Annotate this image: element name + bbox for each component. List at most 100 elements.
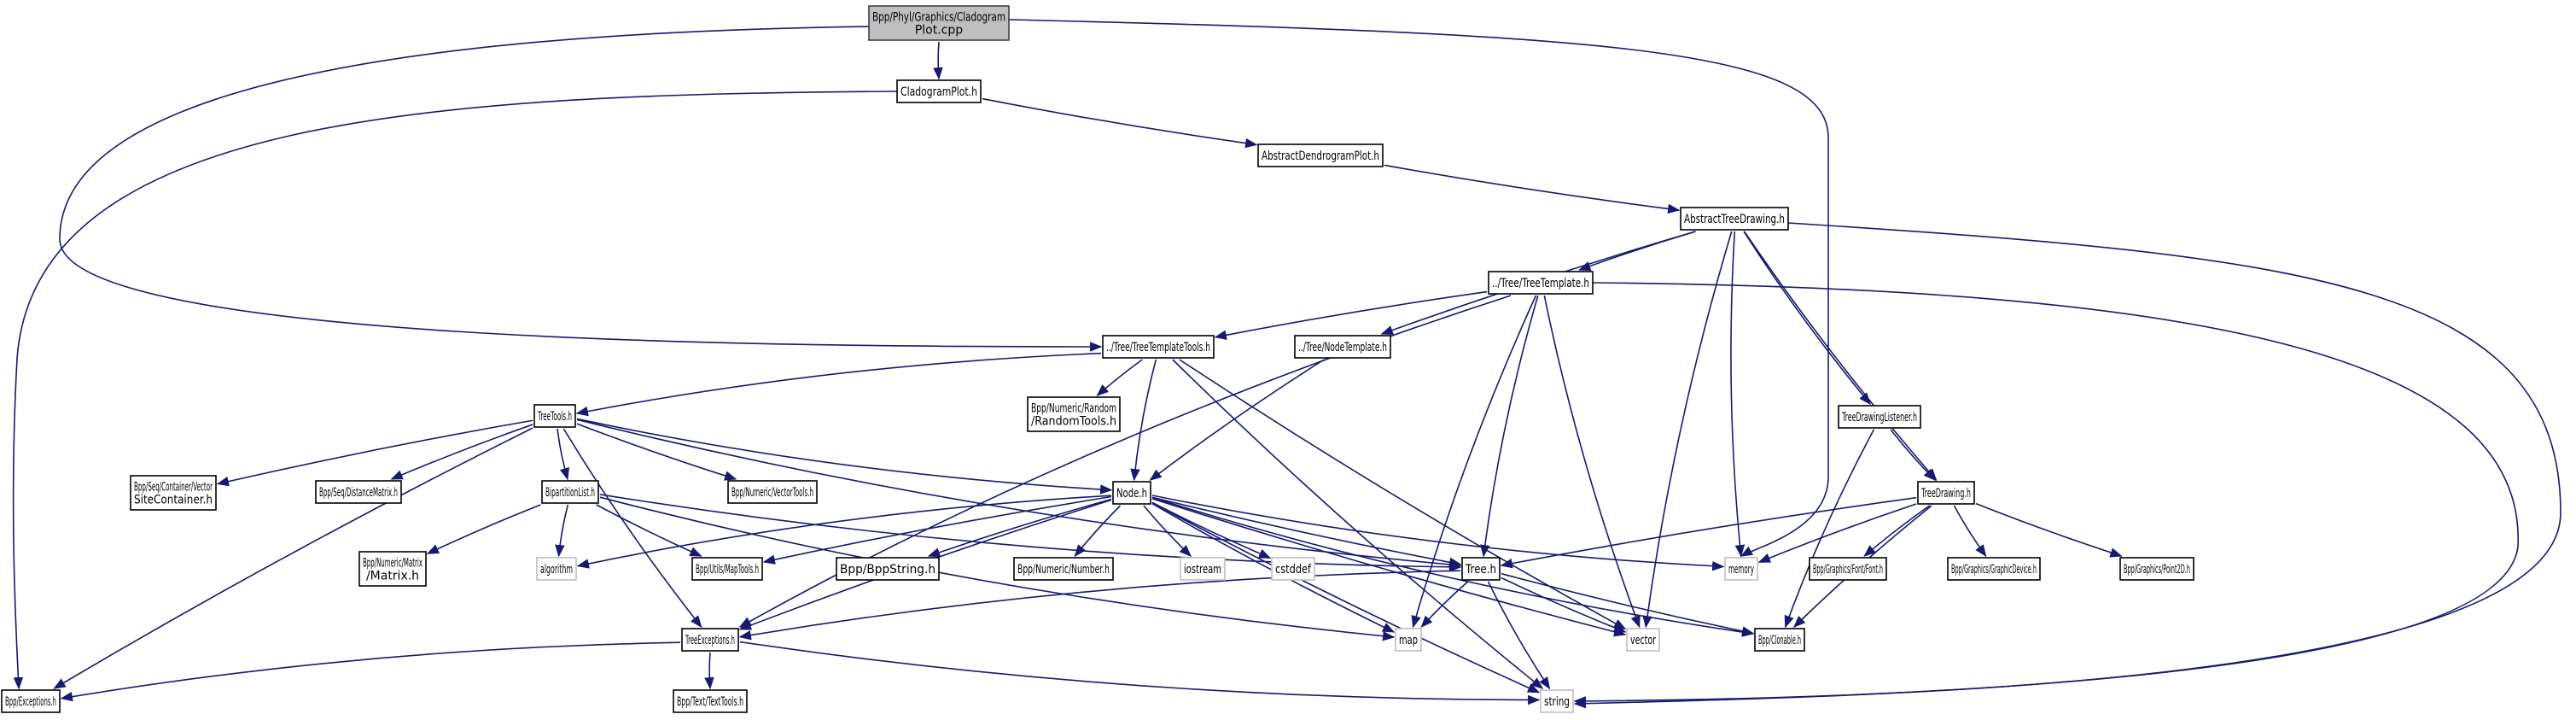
node-box-nodetemplate <box>1294 335 1391 359</box>
edge-node-to-map <box>1151 503 1396 633</box>
node-label-cladogramplot: CladogramPlot.h <box>900 85 977 99</box>
node-label-abstracttreedrawing: AbstractTreeDrawing.h <box>1684 213 1785 226</box>
node-abstracttreedrawing[interactable]: AbstractTreeDrawing.h <box>1680 207 1789 231</box>
node-box-vector <box>1626 628 1660 652</box>
node-font[interactable]: Bpp/Graphics/Font/Font.h <box>1809 557 1887 581</box>
edge-treetools-to-vectorsitecontainer <box>216 419 533 487</box>
node-box-randomtools <box>1027 396 1121 432</box>
node-maptools[interactable]: Bpp/Utils/MapTools.h <box>691 557 763 581</box>
node-box-map <box>1395 628 1422 652</box>
edge-root-to-cladogramplot <box>933 41 943 80</box>
edge-treetemplate-to-treetemplatetools <box>1214 290 1488 340</box>
node-label-graphicdevice: Bpp/Graphics/GraphicDevice.h <box>1951 563 2037 577</box>
edge-abstracttreedrawing-to-treedrawinglistener <box>1743 231 1871 406</box>
edge-bipartitionlist-to-matrix <box>426 504 541 554</box>
edge-treetemplate-to-map <box>1411 295 1537 629</box>
edge-treetemplate-to-vector <box>1543 295 1641 629</box>
node-graphicdevice[interactable]: Bpp/Graphics/GraphicDevice.h <box>1947 557 2041 581</box>
node-label-bppstring: Bpp/BppString.h <box>840 563 935 577</box>
edge-abstracttreedrawing-to-treetemplate <box>1578 231 1696 271</box>
node-treetemplatetools[interactable]: ../Tree/TreeTemplateTools.h <box>1102 335 1215 359</box>
node-iostream: iostream <box>1180 557 1226 581</box>
node-abstractdendro[interactable]: AbstractDendrogramPlot.h <box>1257 143 1384 167</box>
node-bipartitionlist[interactable]: BipartitionList.h <box>541 480 599 504</box>
node-box-node <box>1112 481 1151 505</box>
edge-cladogramplot-to-exceptions <box>12 91 898 690</box>
edge-treetools-to-node <box>576 418 1113 495</box>
edge-node-to-memory <box>1151 495 1725 571</box>
edge-tree-to-vector <box>1501 577 1627 633</box>
node-treeexceptions[interactable]: TreeExceptions.h <box>681 628 739 652</box>
node-box-bppstring <box>836 557 940 581</box>
node-label-treetemplatetools: ../Tree/TreeTemplateTools.h <box>1106 341 1210 354</box>
node-treetools[interactable]: TreeTools.h <box>533 404 576 428</box>
node-label-clonable: Bpp/Clonable.h <box>1758 634 1801 647</box>
node-treetemplate[interactable]: ../Tree/TreeTemplate.h <box>1488 271 1594 295</box>
node-box-tree <box>1461 557 1501 581</box>
node-string: string <box>1540 689 1574 713</box>
edge-node-to-vector <box>1151 498 1627 637</box>
edges-layer <box>12 19 2561 709</box>
edge-node-to-iostream <box>1143 505 1192 558</box>
node-algorithm: algorithm <box>536 557 577 581</box>
edge-treedrawinglistener-to-treedrawing <box>1890 429 1936 482</box>
node-number[interactable]: Bpp/Numeric/Number.h <box>1013 557 1114 581</box>
node-clonable[interactable]: Bpp/Clonable.h <box>1754 628 1805 652</box>
edge-treedrawing-to-tree <box>1500 496 1917 569</box>
node-label-root: Bpp/Phyl/Graphics/Cladogram <box>872 11 1005 25</box>
edge-tree-to-string <box>1487 581 1551 690</box>
edge-node-to-number <box>1074 505 1122 558</box>
node-treedrawing[interactable]: TreeDrawing.h <box>1917 481 1975 505</box>
edge-abstractdendro-to-abstracttreedrawing <box>1384 164 1681 214</box>
edge-abstracttreedrawing-to-memory <box>1730 231 1746 558</box>
node-cladogramplot[interactable]: CladogramPlot.h <box>896 79 982 103</box>
edge-treedrawing-to-graphicdevice <box>1953 505 1987 558</box>
node-box-cstddef <box>1271 557 1315 581</box>
node-label-vectorsitecontainer: SiteContainer.h <box>134 494 213 507</box>
node-matrix[interactable]: Bpp/Numeric/Matrix/Matrix.h <box>358 551 427 587</box>
edge-root-to-treetemplatetools <box>59 26 1103 352</box>
edge-treedrawinglistener-to-clonable <box>1784 429 1874 629</box>
edge-tree-to-map <box>1420 581 1469 629</box>
node-box-treetemplate <box>1488 271 1594 295</box>
edge-treeexceptions-to-exceptions <box>60 641 681 702</box>
edge-treedrawing-to-memory <box>1757 503 1917 563</box>
node-box-abstractdendro <box>1257 143 1384 167</box>
node-randomtools[interactable]: Bpp/Numeric/Random/RandomTools.h <box>1027 396 1121 432</box>
node-label-bipartitionlist: BipartitionList.h <box>545 486 595 500</box>
node-box-point2d <box>2119 557 2194 581</box>
node-label-exceptions: Bpp/Exceptions.h <box>5 695 56 709</box>
edge-treetemplatetools-to-vector <box>1179 359 1627 630</box>
node-point2d[interactable]: Bpp/Graphics/Point2D.h <box>2119 557 2194 581</box>
edge-treetemplate-to-tree <box>1480 295 1539 558</box>
edge-treetools-to-distancematrix <box>390 424 533 480</box>
node-label-number: Bpp/Numeric/Number.h <box>1017 563 1110 577</box>
node-label-texttools: Bpp/Text/TextTools.h <box>677 695 743 709</box>
edge-tree-to-treeexceptions <box>738 570 1461 641</box>
edge-treedrawing-to-point2d <box>1975 502 2123 558</box>
node-distancematrix[interactable]: Bpp/Seq/DistanceMatrix.h <box>315 480 402 504</box>
node-box-clonable <box>1754 628 1805 652</box>
node-box-memory <box>1724 557 1758 581</box>
node-tree[interactable]: Tree.h <box>1461 557 1501 581</box>
node-node[interactable]: Node.h <box>1112 481 1151 505</box>
node-box-exceptions <box>1 689 61 713</box>
node-texttools[interactable]: Bpp/Text/TextTools.h <box>673 689 748 713</box>
node-root[interactable]: Bpp/Phyl/Graphics/CladogramPlot.cpp <box>868 5 1010 41</box>
node-treedrawinglistener[interactable]: TreeDrawingListener.h <box>1838 405 1921 429</box>
node-label-treeexceptions: TreeExceptions.h <box>685 634 735 647</box>
node-vectortools[interactable]: Bpp/Numeric/VectorTools.h <box>727 480 818 504</box>
node-exceptions[interactable]: Bpp/Exceptions.h <box>1 689 61 713</box>
node-bppstring[interactable]: Bpp/BppString.h <box>836 557 940 581</box>
edge-treedrawing-to-font <box>1863 505 1931 557</box>
edge-tree-to-clonable <box>1501 572 1755 636</box>
node-nodetemplate[interactable]: ../Tree/NodeTemplate.h <box>1294 335 1391 359</box>
edge-abstracttreedrawing-to-treedrawing <box>1743 231 1938 482</box>
node-vector: vector <box>1626 628 1660 652</box>
edge-bipartitionlist-to-maptools <box>596 504 702 557</box>
node-memory: memory <box>1724 557 1758 581</box>
edge-nodetemplate-to-node <box>1149 359 1325 481</box>
node-box-vectorsitecontainer <box>130 475 217 511</box>
